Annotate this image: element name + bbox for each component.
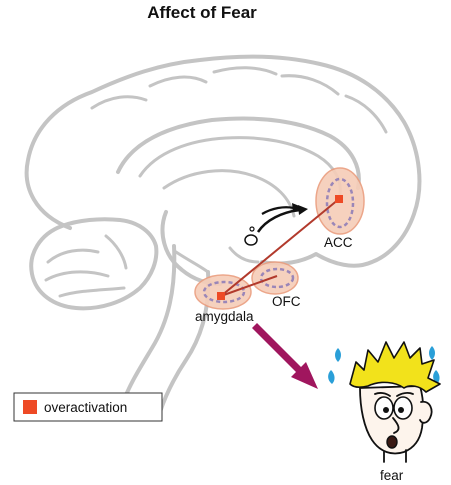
- ofc-highlight: [251, 261, 299, 295]
- cerebellum-folia: [44, 234, 128, 298]
- fear-label: fear: [380, 468, 404, 483]
- cerebellum: [29, 217, 159, 311]
- acc-label: ACC: [324, 235, 353, 250]
- sweat-drop-icon: [328, 370, 335, 384]
- face-mouth: [386, 435, 398, 449]
- face-neck: [383, 449, 407, 463]
- connector-amygdala-ofc: [220, 275, 278, 297]
- face-nose: [392, 417, 400, 434]
- amygdala-overactivation-marker: [217, 292, 225, 300]
- legend-label: overactivation: [44, 400, 127, 415]
- legend-box: [13, 392, 163, 422]
- pons-curve: [174, 250, 210, 274]
- connector-amygdala-acc: [220, 198, 340, 297]
- brainstem-front: [122, 244, 177, 402]
- amygdala-dashed-outline: [202, 280, 246, 304]
- acc-overactivation-marker: [335, 195, 343, 203]
- sweat-drop-icon: [429, 346, 435, 360]
- left-brow: [374, 392, 391, 397]
- ofc-label: OFC: [272, 294, 301, 309]
- acc-dashed-outline: [325, 177, 355, 229]
- region-ofc: [251, 261, 299, 295]
- temporal-lobe-outline: [160, 210, 222, 286]
- figure-title: Affect of Fear: [147, 3, 257, 22]
- thought-bubble-icon: [244, 203, 308, 246]
- hair: [349, 341, 441, 393]
- thalamus-curve: [162, 169, 296, 218]
- arrow-down-right-icon: [236, 323, 318, 389]
- ofc-dashed-outline: [259, 267, 295, 289]
- amygdala-label: amygdala: [195, 309, 254, 324]
- scared-face-icon: [328, 341, 441, 463]
- face-ear: [419, 400, 433, 424]
- brain-outline: [24, 54, 422, 414]
- right-brow: [396, 392, 414, 397]
- sweat-drop-icon: [335, 348, 341, 362]
- optic-chiasm: [228, 246, 260, 264]
- legend-swatch: [23, 400, 37, 414]
- brain-cortex-outline: [24, 54, 422, 268]
- cortex-gyri: [90, 66, 388, 134]
- corpus-callosum: [116, 116, 361, 190]
- legend: overactivation: [13, 392, 163, 422]
